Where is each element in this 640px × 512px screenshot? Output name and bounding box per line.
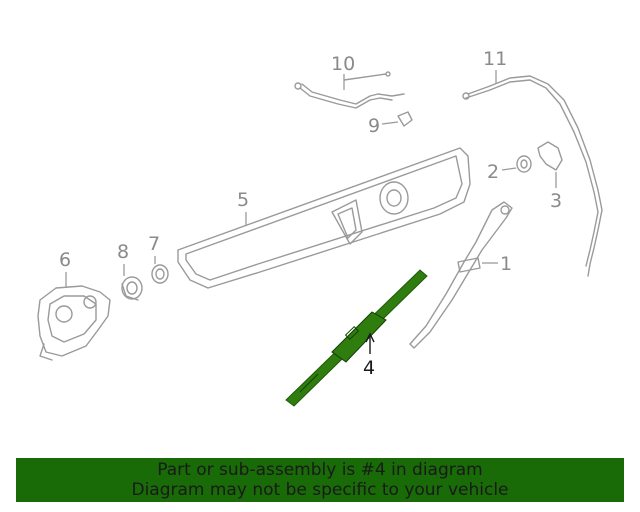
part-10-harness[interactable]: [294, 71, 405, 109]
part-2-grommet[interactable]: [516, 155, 532, 173]
callout-6: 6: [59, 249, 71, 271]
part-8-bushing[interactable]: [121, 276, 143, 301]
part-4-wiper-blade[interactable]: [285, 269, 428, 407]
callout-11: 11: [483, 48, 507, 70]
part-11-washer-hose[interactable]: [462, 75, 603, 277]
callout-10: 10: [331, 53, 355, 75]
callout-2: 2: [487, 161, 499, 183]
part-9-clip[interactable]: [397, 111, 413, 127]
banner-line-1: Part or sub-assembly is #4 in diagram: [157, 460, 483, 480]
part-3-cap[interactable]: [537, 141, 563, 171]
part-7-seal[interactable]: [151, 264, 169, 284]
parts-diagram: 10 9 11 2 3 5 1: [37, 48, 603, 407]
part-5-garnish-panel[interactable]: [177, 147, 471, 289]
callout-3: 3: [550, 190, 562, 212]
info-banner: Part or sub-assembly is #4 in diagram Di…: [16, 458, 624, 502]
callout-1: 1: [500, 253, 512, 275]
part-1-wiper-arm[interactable]: [409, 201, 513, 349]
callout-4: 4: [363, 357, 375, 379]
banner-line-2: Diagram may not be specific to your vehi…: [131, 480, 509, 500]
callout-9: 9: [368, 115, 380, 137]
callout-8: 8: [117, 241, 129, 263]
part-6-wiper-motor[interactable]: [37, 285, 111, 361]
callout-5: 5: [237, 189, 249, 211]
callout-7: 7: [148, 233, 160, 255]
